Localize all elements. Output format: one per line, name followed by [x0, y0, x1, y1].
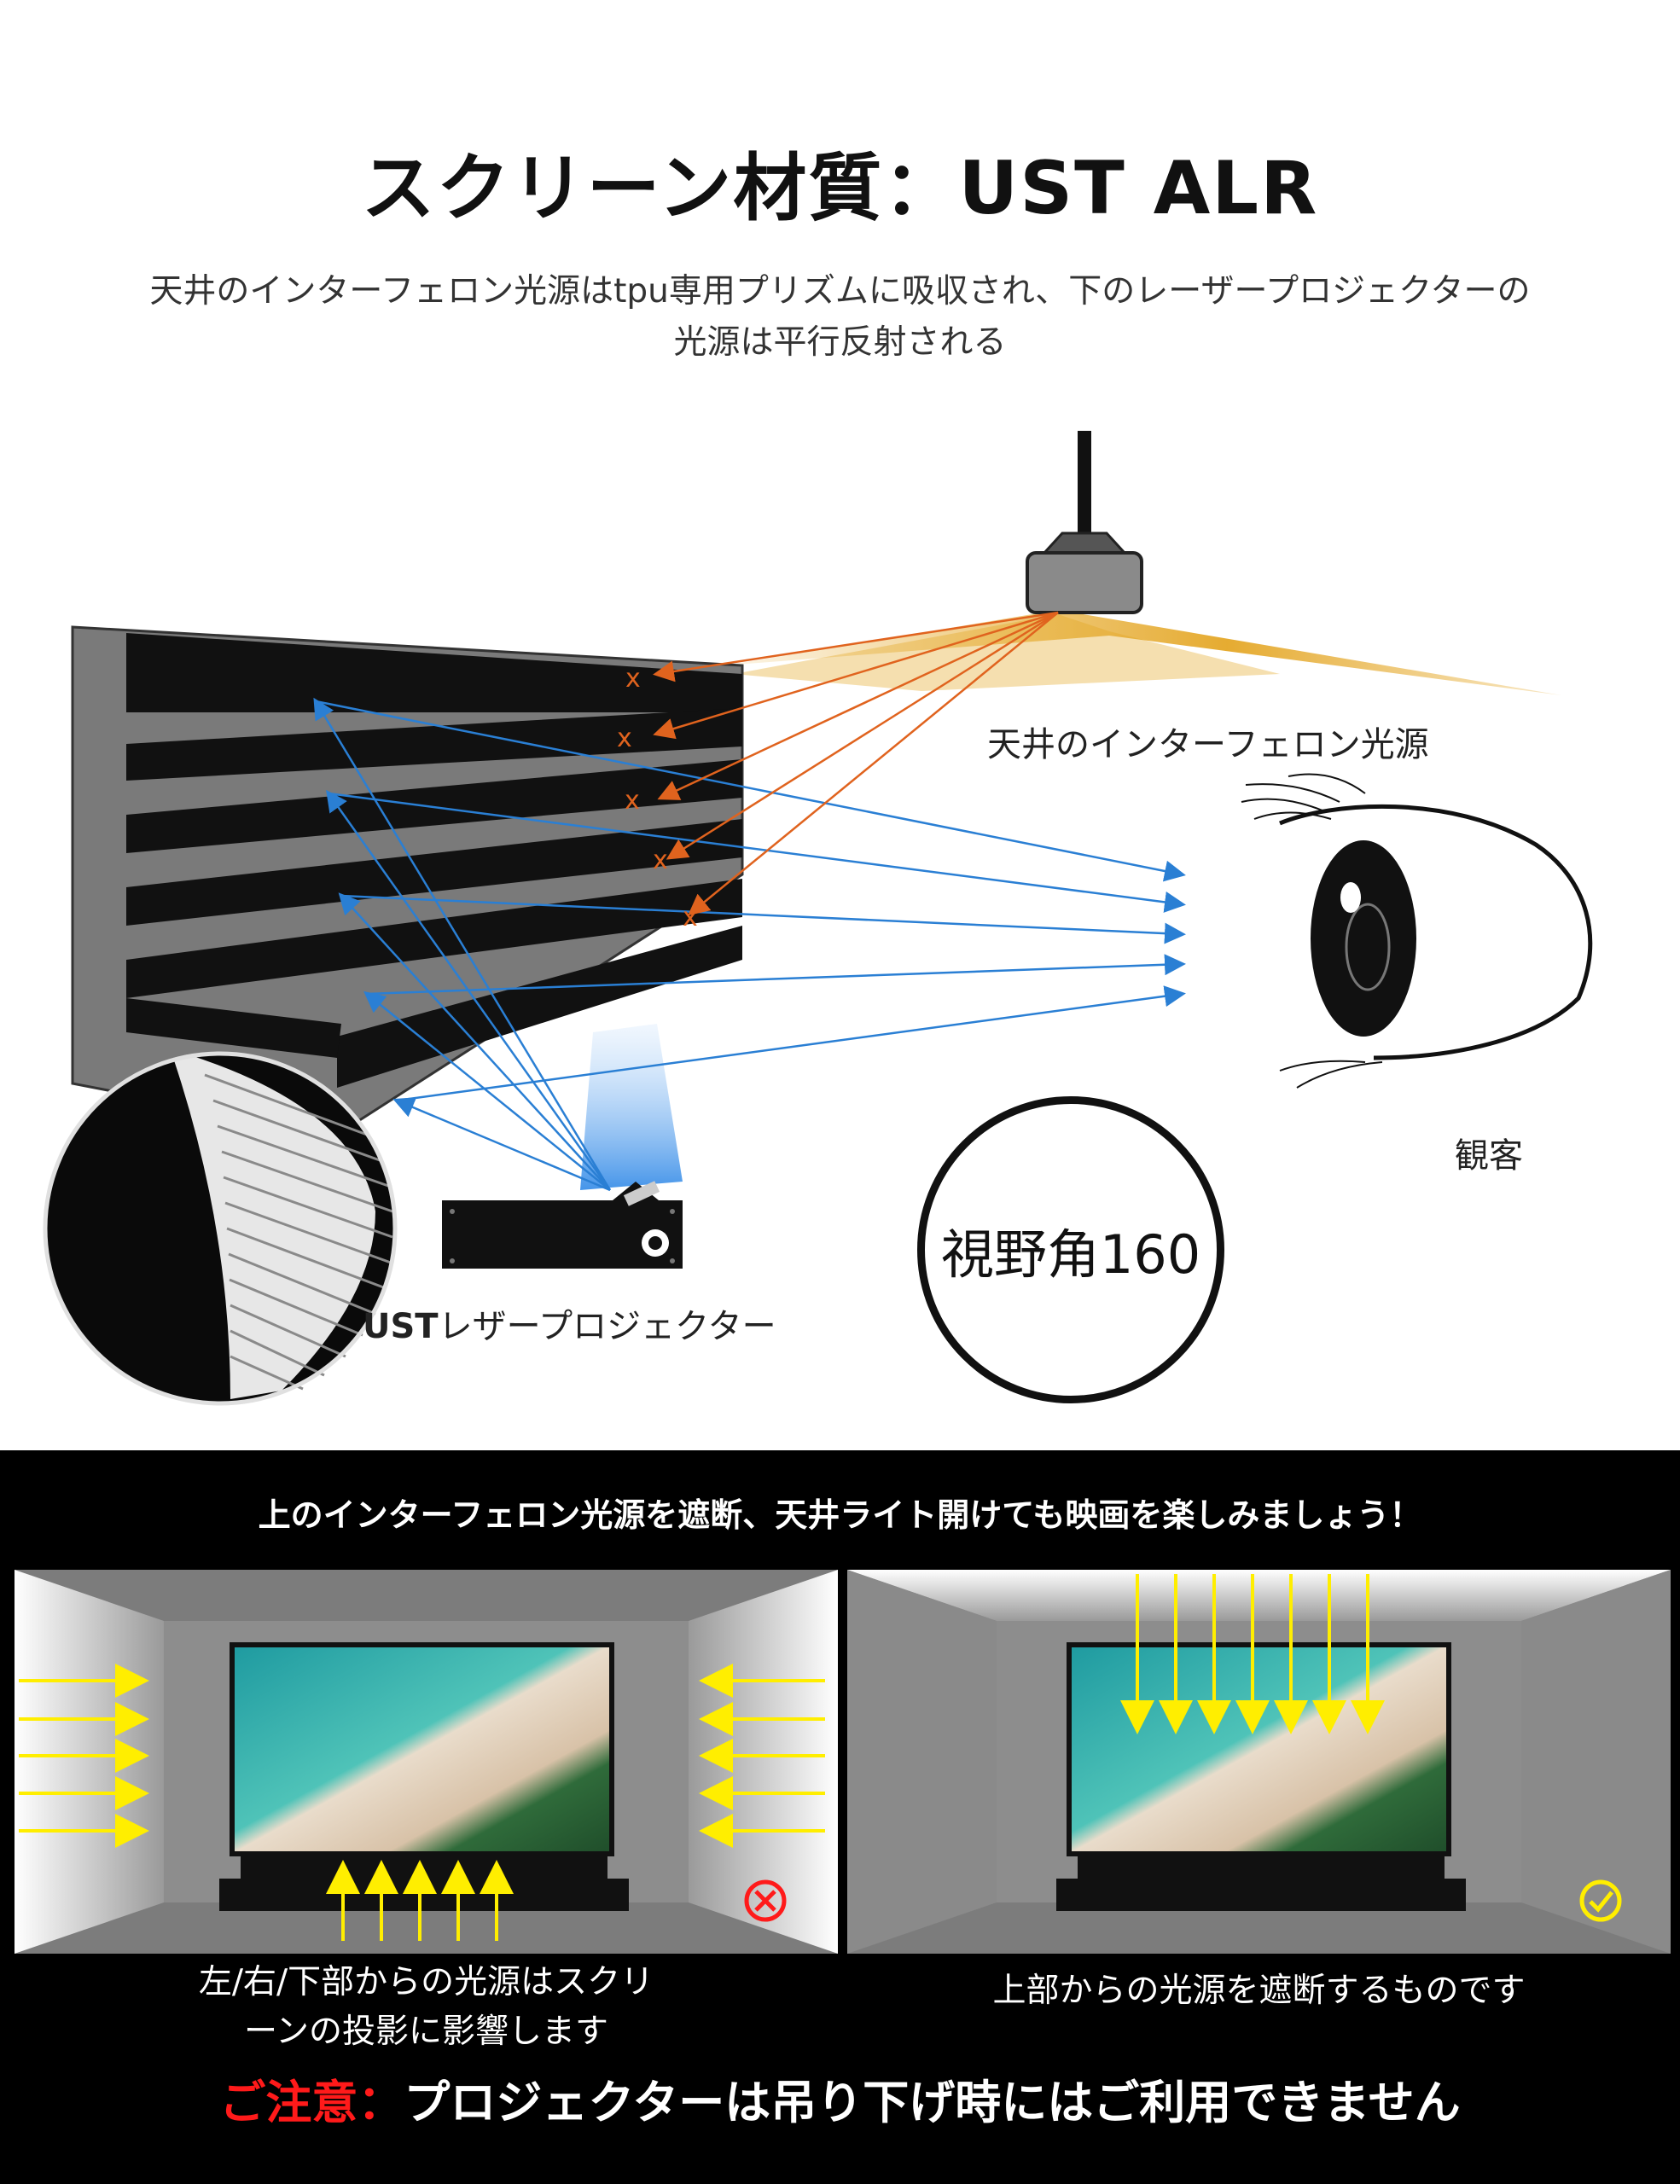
notice-text: プロジェクターは吊り下げ時にはご利用できません	[404, 2076, 1461, 2129]
left-caption-line-1: 左/右/下部からの光源はスクリ	[198, 1963, 654, 2001]
comparison-title: 上のインターフェロン光源を遮断、天井ライト開けても映画を楽しみましょう！	[258, 1496, 1422, 1534]
viewing-angle-badge: 視野角160	[917, 1096, 1224, 1403]
notice-warning-label: ご注意：	[219, 2076, 404, 2129]
check-circle-icon	[1579, 1879, 1622, 1922]
svg-text:x: x	[683, 903, 698, 932]
cross-circle-icon	[744, 1879, 787, 1922]
subtitle-line-2: 光源は平行反射される	[673, 323, 1007, 362]
ust-projector	[442, 1024, 683, 1269]
projector-rays	[313, 697, 1186, 1192]
left-comparison-panel	[15, 1570, 838, 1954]
right-panel-caption: 上部からの光源を遮断するものです	[992, 1972, 1526, 2010]
usage-notice: ご注意：プロジェクターは吊り下げ時にはご利用できません	[0, 2065, 1680, 2132]
screen-reflection-diagram: xxx xx	[43, 431, 1593, 1406]
svg-text:x: x	[625, 786, 640, 816]
viewer-eye-icon	[1241, 773, 1593, 1089]
ceiling-rays	[653, 611, 1059, 916]
projector-label: USTレザープロジェクター	[363, 1298, 776, 1348]
page-title: スクリーン材質：UST ALR	[361, 146, 1319, 231]
magnified-prism-detail	[43, 1051, 398, 1406]
projector-label-bold: UST	[363, 1307, 439, 1346]
ceiling-light-label: 天井のインターフェロン光源	[987, 725, 1429, 764]
left-caption-line-2: ーンの投影に影響します	[243, 2013, 609, 2051]
viewing-angle-label: 視野角160	[940, 1223, 1201, 1286]
subtitle-line-1: 天井のインターフェロン光源はtpu専用プリズムに吸収され、下のレーザープロジェク…	[149, 272, 1531, 311]
svg-text:x: x	[625, 664, 641, 694]
projector-label-rest: レザープロジェクター	[438, 1307, 776, 1346]
ceiling-light-fixture	[1026, 431, 1143, 614]
left-panel-caption: 左/右/下部からの光源はスクリ ーンの投影に影響します	[15, 1958, 838, 2057]
viewer-label: 観客	[1455, 1136, 1523, 1176]
svg-text:x: x	[653, 845, 668, 875]
right-comparison-panel	[847, 1570, 1671, 1954]
svg-text:x: x	[617, 723, 632, 753]
ceiling-light-glow	[725, 610, 1561, 695]
absorbed-markers: xxx xx	[617, 664, 698, 932]
